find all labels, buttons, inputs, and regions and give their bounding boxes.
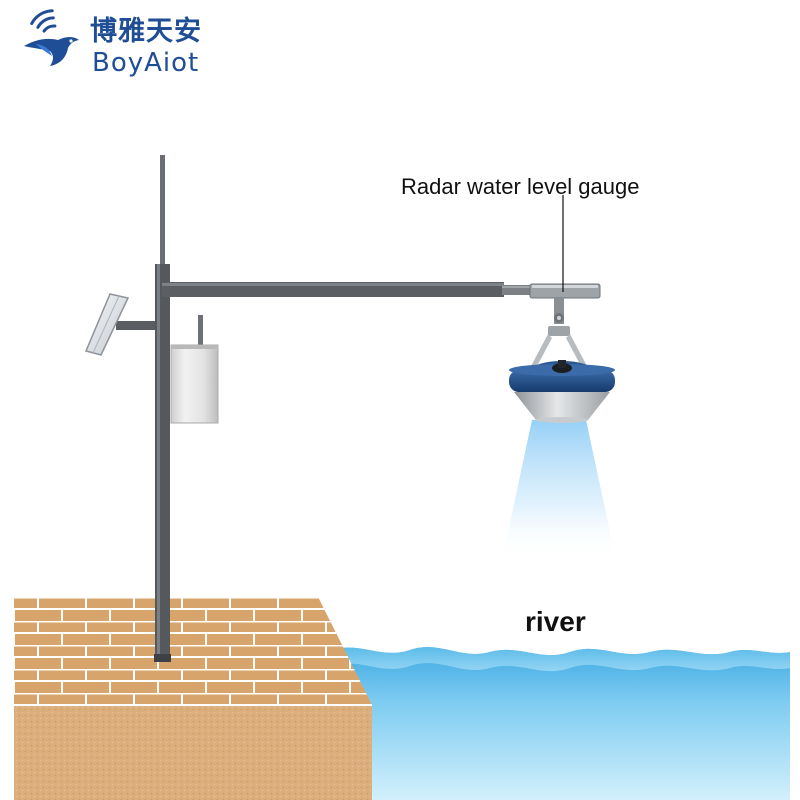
brand-name-cn: 博雅天安: [90, 15, 202, 47]
radar-beam: [502, 420, 616, 560]
control-box: [170, 315, 219, 424]
brand-name-en: BoyAiot: [92, 48, 199, 78]
cross-arm: [162, 282, 547, 297]
radar-water-level-gauge: [509, 283, 615, 423]
device-label: Radar water level gauge: [401, 174, 639, 199]
solar-panel: [84, 293, 158, 356]
bird-wifi-icon: [24, 9, 79, 66]
brick-bank: [14, 597, 372, 800]
logo: 博雅天安 BoyAiot: [24, 9, 202, 78]
mounting-pole: [154, 155, 171, 662]
river-water: [330, 647, 790, 800]
river-label: river: [525, 606, 586, 637]
